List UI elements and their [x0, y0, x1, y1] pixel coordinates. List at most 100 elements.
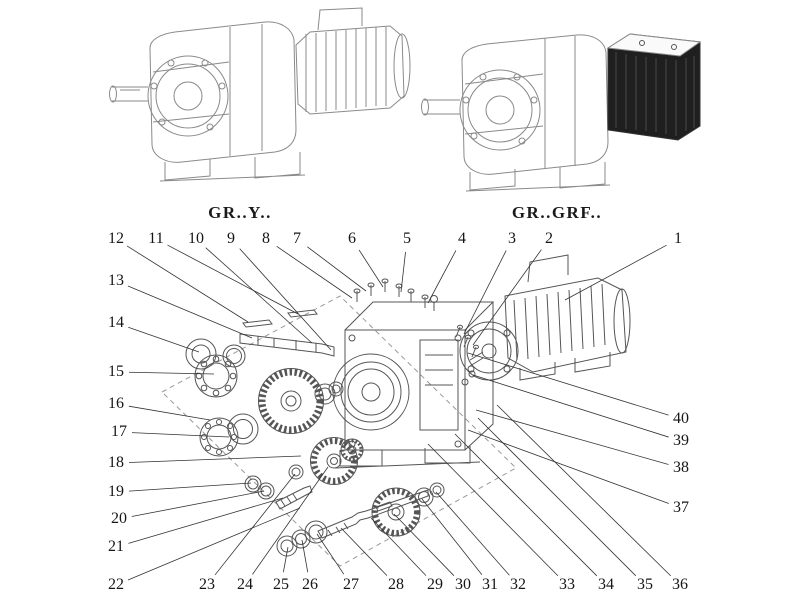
- callout-27: 27: [343, 576, 359, 593]
- callout-26: 26: [302, 576, 318, 593]
- callout-28: 28: [388, 576, 404, 593]
- leader-line-22: [127, 507, 301, 581]
- leader-line-31: [421, 498, 483, 576]
- leader-line-15: [128, 371, 215, 375]
- motor-right-dark-block: [606, 33, 702, 141]
- callout-3: 3: [508, 230, 516, 247]
- leader-line-25: [282, 546, 289, 573]
- assembled-view-gr-y: [109, 7, 411, 182]
- leader-line-17: [131, 432, 230, 438]
- gear-set: [199, 368, 364, 510]
- callout-14: 14: [108, 314, 124, 331]
- shaft-key-2: [287, 309, 318, 318]
- leader-line-2: [472, 249, 542, 346]
- input-shaft-assembly: [185, 309, 335, 398]
- leader-line-33: [427, 443, 559, 577]
- leader-line-32: [435, 491, 510, 576]
- exploded-view: [161, 254, 631, 567]
- callout-8: 8: [262, 230, 270, 247]
- leader-line-21: [128, 497, 284, 544]
- leader-line-14: [128, 326, 200, 353]
- leader-line-23: [214, 473, 296, 576]
- callout-40: 40: [673, 410, 689, 427]
- callout-9: 9: [227, 230, 235, 247]
- leader-line-39: [472, 374, 669, 438]
- callout-33: 33: [559, 576, 575, 593]
- cover-bolts: [353, 278, 438, 311]
- callout-2: 2: [545, 230, 553, 247]
- callout-25: 25: [273, 576, 289, 593]
- leader-line-40: [467, 352, 669, 416]
- callout-38: 38: [673, 459, 689, 476]
- leader-line-9: [239, 248, 332, 351]
- callout-13: 13: [108, 272, 124, 289]
- callout-10: 10: [188, 230, 204, 247]
- shaft-key-1: [242, 319, 273, 328]
- large-gear: [258, 368, 324, 434]
- callout-18: 18: [108, 454, 124, 471]
- callout-39: 39: [673, 432, 689, 449]
- leader-line-8: [276, 246, 353, 299]
- leader-line-10: [205, 247, 313, 344]
- callout-35: 35: [637, 576, 653, 593]
- leader-line-26: [301, 539, 309, 573]
- callout-11: 11: [148, 230, 164, 247]
- leader-line-12: [126, 245, 249, 323]
- callout-21: 21: [108, 538, 124, 555]
- dashed-plane: [161, 295, 517, 567]
- leader-line-19: [128, 482, 252, 492]
- leader-line-6: [358, 249, 384, 288]
- leader-line-27: [316, 533, 345, 575]
- callout-24: 24: [237, 576, 253, 593]
- callout-36: 36: [672, 576, 688, 593]
- model-label-left: GR..Y..: [208, 203, 272, 222]
- callout-22: 22: [108, 576, 124, 593]
- vent-plug: [430, 295, 438, 303]
- oil-seal: [185, 338, 217, 370]
- leader-line-18: [128, 455, 302, 463]
- leader-line-24: [252, 466, 329, 575]
- callout-17: 17: [111, 423, 127, 440]
- small-gear: [340, 438, 364, 462]
- leader-line-28: [340, 527, 388, 576]
- leader-line-5: [400, 251, 406, 293]
- model-label-right: GR..GRF..: [511, 203, 603, 222]
- motor-assembly: [459, 254, 631, 381]
- input-shaft-stub-right: [421, 98, 460, 116]
- callout-16: 16: [108, 395, 124, 412]
- pinion-shaft: [275, 485, 313, 510]
- bearing-pair: [199, 413, 259, 457]
- leader-line-30: [393, 513, 455, 576]
- leader-line-16: [128, 405, 211, 421]
- callout-32: 32: [510, 576, 526, 593]
- callout-34: 34: [598, 576, 614, 593]
- leader-line-11: [167, 244, 299, 315]
- output-shaft-assembly: [276, 482, 445, 557]
- leader-line-34: [454, 433, 598, 577]
- callout-37: 37: [673, 499, 689, 516]
- callout-15: 15: [108, 363, 124, 380]
- leader-line-20: [131, 490, 265, 517]
- callout-23: 23: [199, 576, 215, 593]
- output-shaft-key: [375, 501, 393, 512]
- leader-line-37: [467, 429, 669, 504]
- callout-7: 7: [293, 230, 301, 247]
- leader-line-7: [307, 246, 367, 292]
- leader-line-4: [427, 250, 457, 304]
- callout-4: 4: [458, 230, 466, 247]
- assembled-view-gr-grf: [421, 33, 702, 192]
- leader-line-3: [463, 250, 507, 335]
- medium-gear: [310, 437, 358, 485]
- callout-19: 19: [108, 483, 124, 500]
- callout-1: 1: [674, 230, 682, 247]
- leader-line-35: [477, 417, 637, 577]
- leader-line-36: [496, 404, 672, 577]
- motor-left: [295, 7, 411, 115]
- input-bearing: [194, 354, 238, 398]
- leader-line-1: [564, 244, 667, 301]
- callout-29: 29: [427, 576, 443, 593]
- leader-line-38: [475, 409, 669, 465]
- flange-fasteners: [455, 324, 479, 386]
- callout-12: 12: [108, 230, 124, 247]
